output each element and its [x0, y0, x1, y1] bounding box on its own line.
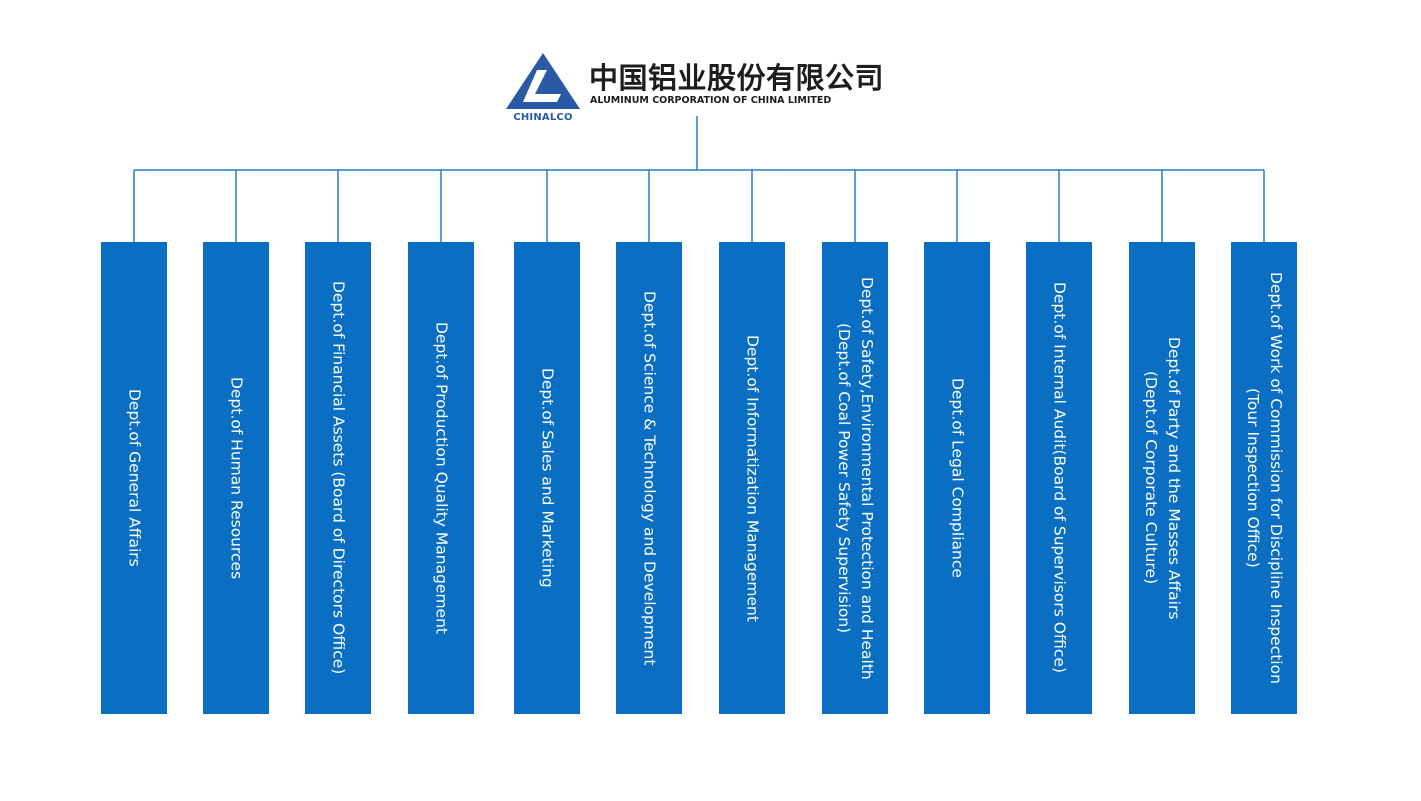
dept-box-discipline-inspection: Dept.of Work of Commission for Disciplin…	[1231, 242, 1297, 714]
chinalco-triangle-icon	[506, 53, 580, 109]
dept-box-financial-assets: Dept.of Financial Assets (Board of Direc…	[305, 242, 371, 714]
dept-label: Dept.of General Affairs	[125, 389, 144, 567]
dept-box-general-affairs: Dept.of General Affairs	[101, 242, 167, 714]
dept-box-legal-compliance: Dept.of Legal Compliance	[924, 242, 990, 714]
dept-label: Dept.of Sales and Marketing	[538, 368, 557, 588]
dept-label: Dept.of Informatization Management	[743, 334, 762, 622]
dept-box-internal-audit: Dept.of Internal Audit(Board of Supervis…	[1026, 242, 1092, 714]
dept-label: Dept.of Work of Commission for Disciplin…	[1244, 272, 1285, 684]
dept-label: Dept.of Internal Audit(Board of Supervis…	[1050, 282, 1069, 674]
dept-label: Dept.of Safety,Environmental Protection …	[835, 276, 876, 680]
company-name-en: ALUMINUM CORPORATION OF CHINA LIMITED	[590, 95, 832, 106]
dept-box-safety-environment: Dept.of Safety,Environmental Protection …	[822, 242, 888, 714]
company-name-cn: 中国铝业股份有限公司	[589, 61, 885, 95]
dept-box-sales-marketing: Dept.of Sales and Marketing	[514, 242, 580, 714]
dept-box-production-quality: Dept.of Production Quality Management	[408, 242, 474, 714]
dept-box-human-resources: Dept.of Human Resources	[203, 242, 269, 714]
dept-label: Dept.of Science & Technology and Develop…	[640, 290, 659, 666]
brand-name: CHINALCO	[513, 112, 573, 123]
dept-box-science-technology: Dept.of Science & Technology and Develop…	[616, 242, 682, 714]
dept-label: Dept.of Production Quality Management	[432, 322, 451, 634]
dept-box-informatization: Dept.of Informatization Management	[719, 242, 785, 714]
dept-box-party-masses: Dept.of Party and the Masses Affairs (De…	[1129, 242, 1195, 714]
dept-label: Dept.of Human Resources	[227, 376, 246, 580]
dept-label: Dept.of Party and the Masses Affairs (De…	[1142, 336, 1183, 620]
dept-label: Dept.of Legal Compliance	[948, 378, 967, 578]
dept-label: Dept.of Financial Assets (Board of Direc…	[329, 281, 348, 675]
company-logo: CHINALCO 中国铝业股份有限公司 ALUMINUM CORPORATION…	[505, 52, 884, 123]
